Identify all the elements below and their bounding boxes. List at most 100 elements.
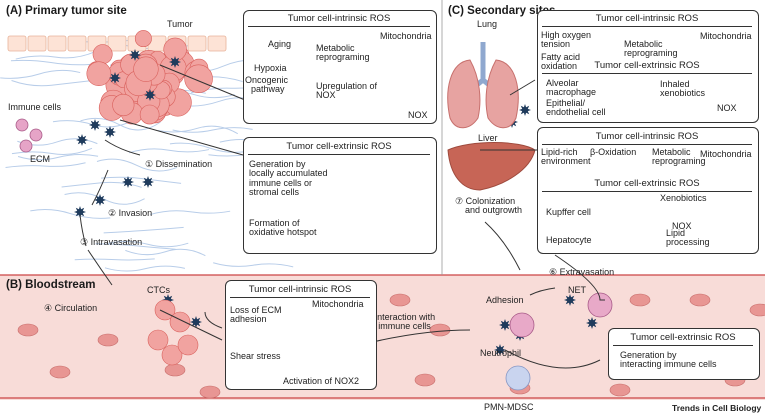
epithelial-cell [67,35,87,52]
mitochondria-label-b: Mitochondria [312,299,364,309]
red-blood-cell [17,323,39,337]
connector-lines [79,64,605,369]
ctc-cell [169,311,191,333]
box-a-intrinsic-title: Tumor cell-intrinsic ROS [287,13,391,24]
ros-star [142,176,154,188]
ecm-fiber [125,248,206,257]
shear-stress-text: Shear stress [230,351,281,361]
nox2-text: Activation of NOX2 [283,376,360,386]
red-blood-cell [609,383,631,397]
ros-star [76,134,88,146]
invasion-label: ② Invasion [108,208,153,218]
ecm-fiber [15,50,96,60]
ros-star [109,72,121,84]
ros-star [122,176,134,188]
ros-star [564,294,576,306]
journal-footer: Trends in Cell Biology [672,403,762,413]
immune-cells-label: Immune cells [8,102,62,112]
ctc-cell [161,344,183,366]
liver-xeno-text: Xenobiotics [660,193,707,203]
box-c-liver-title-1: Tumor cell-intrinsic ROS [595,131,699,142]
epithelial-cell [207,35,227,52]
ecm-fiber [17,154,99,161]
box-c-lung [537,10,759,123]
nox-label-a: NOX [408,110,428,120]
tumor-cell [112,93,135,117]
kupffer-text: Kupffer cell [546,207,591,217]
epithelial-cell [47,35,67,52]
lung-label: Lung [477,19,498,29]
tumor-cell [133,56,159,82]
lung-icon [447,42,519,129]
box-c-lung-title-1: Tumor cell-intrinsic ROS [595,13,699,24]
ctc-cell [147,329,169,351]
ecm-fiber [101,176,182,184]
box-c-liver-title-2: Tumor cell-extrinsic ROS [594,178,700,189]
ecm-fiber [172,127,253,133]
net-label: NET [568,285,586,295]
neutrophil-cell [509,312,535,338]
hypoxia-text: Hypoxia [254,63,287,73]
ros-star [94,194,106,206]
ros-star [190,316,202,328]
ecm-fiber [11,80,92,87]
net-neutrophil-cell [587,292,613,318]
ecm-fiber [74,258,155,261]
ecm-fiber [169,142,251,153]
red-blood-cell [49,365,71,379]
ecm-fiber [108,240,189,248]
ecm-fiber [10,59,91,66]
ecm-fiber [30,209,111,219]
ecm-fiber [0,69,81,79]
tumor-cell [92,44,113,65]
ros-star [586,317,598,329]
box-b-intrinsic [225,280,377,390]
liver-label: Liver [478,133,498,143]
ros-star [74,206,86,218]
red-blood-cell [164,363,186,377]
tumor-label: Tumor [167,19,193,29]
epithelial-layer [7,35,227,52]
tumor-cell [184,64,213,94]
box-a-intrinsic [243,10,437,124]
ros-star [519,104,531,116]
panel-b-title: (B) Bloodstream [6,279,96,291]
liver-nox-label: NOX [672,221,692,231]
aging-text: Aging [268,39,292,49]
immune-cell [19,139,33,153]
ros-star [499,319,511,331]
box-b-extrinsic [608,328,760,380]
red-blood-cell [629,293,651,307]
panel-c-title: (C) Secondary sites [448,5,556,17]
ecm-fiber [104,265,186,272]
ecm-fiber [150,210,231,216]
tumor-cell [86,61,112,87]
ecm-fiber [11,147,93,155]
epithelial-cell [7,35,27,52]
tumor-cell [139,104,160,125]
tumor-cell [134,30,152,48]
ros-star [169,56,181,68]
ros-star [144,89,156,101]
liver-mito-label: Mitochondria [700,149,752,159]
mitochondria-label-a: Mitochondria [380,31,432,41]
red-blood-cell [414,373,436,387]
epithelial-cell [187,35,207,52]
epithelial-text: Epithelial/endothelial cell [546,98,606,118]
box-a-extrinsic [243,137,437,254]
